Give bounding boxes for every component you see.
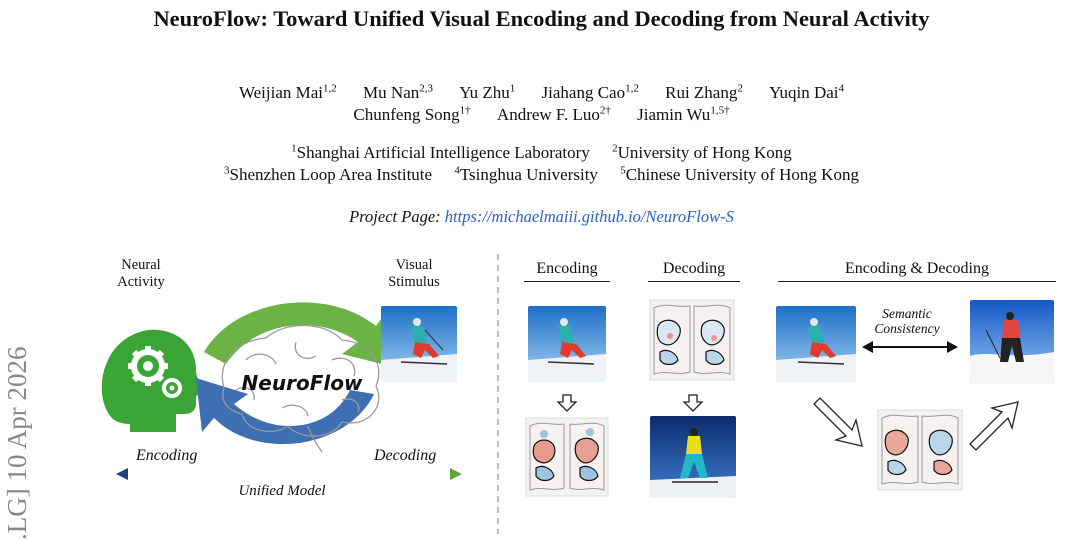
source-image	[776, 306, 856, 382]
brain-icon	[221, 324, 380, 453]
reconstructed-image	[970, 300, 1054, 384]
diagonal-down-arrow-icon	[813, 397, 863, 447]
encoding-cycle-arrow	[196, 378, 374, 445]
encoding-decoding-arrow	[116, 468, 461, 480]
encoding-brain-map	[525, 417, 609, 497]
down-arrow-icon	[682, 394, 704, 412]
affiliation: 3Shenzhen Loop Area Institute	[224, 164, 433, 184]
author: Andrew F. Luo2†	[496, 104, 611, 124]
authors-line-1: Weijian Mai1,2 Mu Nan2,3 Yu Zhu1 Jiahang…	[0, 82, 1083, 103]
affiliation: 1Shanghai Artificial Intelligence Labora…	[291, 142, 590, 162]
decoding-brain-map	[649, 299, 735, 381]
arxiv-stamp-text: .LG] 10 Apr 2026	[2, 347, 32, 540]
author: Yu Zhu1	[459, 82, 516, 102]
decoding-output-image	[650, 416, 736, 498]
decoding-cycle-arrow	[204, 302, 398, 368]
diagonal-up-arrow-icon	[969, 401, 1019, 451]
double-arrow	[862, 341, 958, 353]
project-label: Project Page:	[349, 207, 441, 226]
head-gears-icon	[101, 329, 205, 432]
affiliations-line-2: 3Shenzhen Loop Area Institute 4Tsinghua …	[0, 164, 1083, 185]
panel-header-decoding: Decoding	[648, 260, 740, 282]
author: Chunfeng Song1†	[353, 104, 471, 124]
affiliation: 2University of Hong Kong	[612, 142, 792, 162]
decoding-arrow-label: Decoding	[373, 447, 436, 464]
author: Rui Zhang2	[665, 82, 743, 102]
paper-title: NeuroFlow: Toward Unified Visual Encodin…	[153, 6, 930, 31]
encoding-input-image	[528, 306, 606, 382]
down-arrow-icon	[556, 394, 578, 412]
author: Jiamin Wu1,5†	[637, 104, 730, 124]
project-page: Project Page: https://michaelmaiii.githu…	[0, 207, 1083, 227]
author: Jiahang Cao1,2	[541, 82, 639, 102]
project-link[interactable]: https://michaelmaiii.github.io/NeuroFlow…	[444, 207, 734, 226]
author: Weijian Mai1,2	[238, 82, 337, 102]
panel-header-encoding: Encoding	[524, 260, 610, 282]
unified-cycle-diagram: NeuroFlow Encoding Decoding Unified Mode…	[101, 302, 461, 495]
neuroflow-logo: NeuroFlow	[242, 371, 363, 395]
author: Mu Nan2,3	[363, 82, 433, 102]
affiliation: 5Chinese University of Hong Kong	[620, 164, 859, 184]
affiliation: 4Tsinghua University	[454, 164, 598, 184]
arxiv-stamp: .LG] 10 Apr 2026	[2, 347, 32, 540]
authors-line-2: Chunfeng Song1† Andrew F. Luo2† Jiamin W…	[0, 104, 1083, 125]
unified-model-label: Unified Model	[238, 483, 325, 495]
shared-brain-map	[877, 409, 963, 491]
encoding-arrow-label: Encoding	[135, 447, 197, 464]
affiliations-line-1: 1Shanghai Artificial Intelligence Labora…	[0, 142, 1083, 163]
visual-stimulus-image	[381, 306, 457, 382]
panel-divider	[497, 254, 499, 534]
author: Yuqin Dai4	[769, 82, 845, 102]
panel-header-encoding-decoding: Encoding & Decoding	[778, 260, 1056, 282]
